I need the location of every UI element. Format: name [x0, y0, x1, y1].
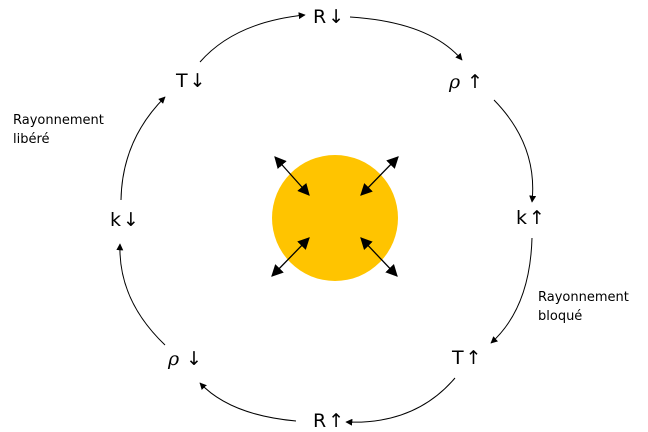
down-arrow-icon: ↓ [123, 209, 139, 231]
up-arrow-icon: ↑ [529, 207, 545, 229]
annotation-radiation-blocked: Rayonnement bloqué [538, 288, 629, 326]
down-arrow-icon: ↓ [189, 70, 206, 92]
node-right-symbol: k [516, 207, 528, 229]
node-upper-left-symbol: T [176, 70, 188, 92]
arrow-bottom-to-lower-left [199, 382, 297, 422]
node-bottom-symbol: R [313, 410, 327, 432]
annotation-left-line2: libéré [13, 132, 50, 147]
node-left-symbol: k [110, 209, 122, 231]
node-right: k↑ [516, 209, 545, 228]
node-upper-left: T↓ [176, 72, 206, 91]
arrow-top-to-upper-right [349, 16, 463, 61]
arrow-upper-left-to-top [199, 12, 306, 63]
node-upper-right-symbol: ρ [449, 71, 461, 93]
radial-arrows [271, 156, 399, 277]
radial-arrow-lower-left [271, 237, 310, 277]
arrow-upper-right-to-right [493, 99, 537, 203]
annotation-right-line2: bloqué [538, 309, 583, 324]
annotation-left-line1: Rayonnement [13, 113, 104, 128]
up-arrow-icon: ↑ [465, 347, 482, 369]
radial-arrow-upper-right [360, 156, 399, 196]
node-left: k↓ [110, 211, 139, 230]
node-top-symbol: R [313, 6, 327, 28]
arrow-lower-right-to-bottom [345, 377, 456, 426]
annotation-right-line1: Rayonnement [538, 290, 629, 305]
node-lower-left-symbol: ρ [168, 348, 180, 370]
up-arrow-icon: ↑ [467, 71, 484, 93]
arrow-left-to-upper-left [120, 96, 166, 201]
annotation-radiation-released: Rayonnement libéré [13, 111, 104, 149]
node-bottom: R↑ [313, 412, 344, 431]
node-lower-right: T↑ [452, 349, 482, 368]
down-arrow-icon: ↓ [186, 348, 203, 370]
cycle-arrows [116, 12, 537, 426]
arrow-lower-left-to-left [116, 243, 166, 346]
up-arrow-icon: ↑ [328, 410, 345, 432]
node-top: R↓ [313, 8, 344, 27]
node-lower-left: ρ↓ [168, 350, 202, 369]
node-upper-right: ρ↑ [449, 73, 483, 92]
arrow-right-to-lower-right [490, 237, 533, 344]
radial-arrow-upper-left [274, 156, 310, 196]
radial-arrow-lower-right [360, 237, 398, 277]
node-lower-right-symbol: T [452, 347, 464, 369]
down-arrow-icon: ↓ [328, 6, 345, 28]
